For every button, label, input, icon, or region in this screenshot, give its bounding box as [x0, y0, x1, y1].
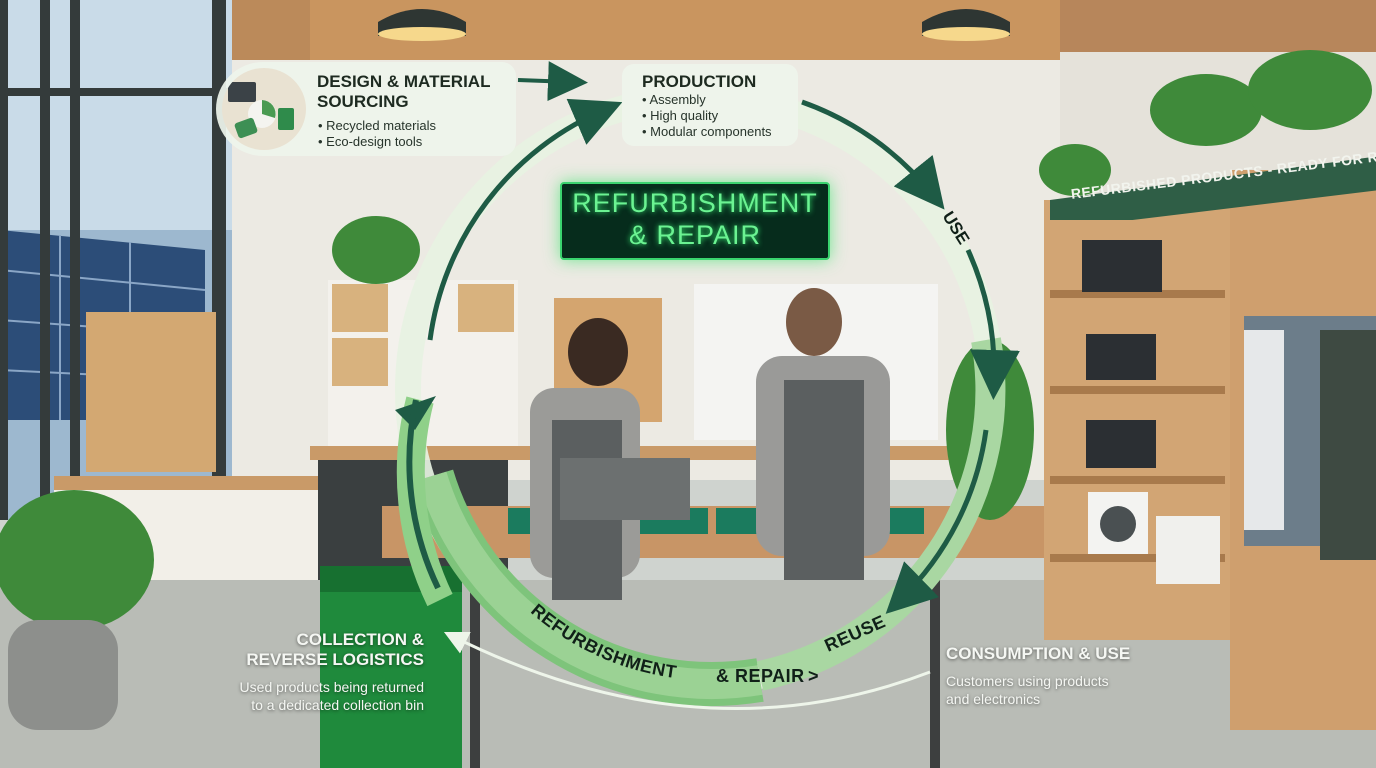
sign-line-1: REFURBISHMENT	[572, 188, 818, 218]
collection-desc: Used products being returned to a dedica…	[239, 679, 424, 713]
consumption-desc: Customers using products and electronics	[946, 673, 1109, 707]
repair-arc-label: & REPAIR	[716, 666, 805, 686]
pegboard-left	[86, 312, 216, 472]
design-title: DESIGN & MATERIAL SOURCING	[317, 72, 491, 111]
reuse-arrow-glyph: >	[808, 666, 819, 686]
collection-title: COLLECTION & REVERSE LOGISTICS	[246, 630, 424, 669]
shelf-banner: REFURBISHED PRODUCTS - READY FOR REUSE	[1050, 143, 1376, 220]
sourcing-return-arrow	[427, 98, 623, 341]
sign-line-2: & REPAIR	[628, 220, 762, 250]
person-right	[786, 288, 842, 356]
refurbish-up-arrow	[406, 399, 441, 590]
design-bullets: • Recycled materials • Eco-design tools	[318, 118, 436, 150]
design-materials-image	[222, 68, 306, 150]
production-bullets: • Assembly • High quality • Modular comp…	[642, 92, 772, 140]
collection-bin	[320, 580, 462, 768]
design-to-production-arrow	[517, 61, 588, 102]
consumption-panel: CONSUMPTION & USE Customers using produc…	[936, 636, 1164, 716]
consumption-arrow	[885, 429, 989, 614]
production-to-use-arrow	[801, 99, 945, 210]
design-bullet: • Eco-design tools	[318, 134, 423, 149]
production-bullet: • High quality	[642, 108, 719, 123]
use-arrow	[965, 248, 1020, 400]
production-bullet: • Modular components	[642, 124, 772, 139]
design-bullet: • Recycled materials	[318, 118, 436, 133]
consumption-title: CONSUMPTION & USE	[946, 644, 1131, 663]
return-arrow	[443, 631, 931, 710]
production-bullet: • Assembly	[642, 92, 706, 107]
laptop	[560, 458, 690, 520]
neon-sign: REFURBISHMENT & REPAIR	[560, 182, 830, 260]
production-title: PRODUCTION	[642, 72, 757, 91]
collection-panel: COLLECTION & REVERSE LOGISTICS Used prod…	[196, 624, 428, 720]
person-left	[568, 318, 628, 386]
production-panel	[622, 64, 798, 146]
